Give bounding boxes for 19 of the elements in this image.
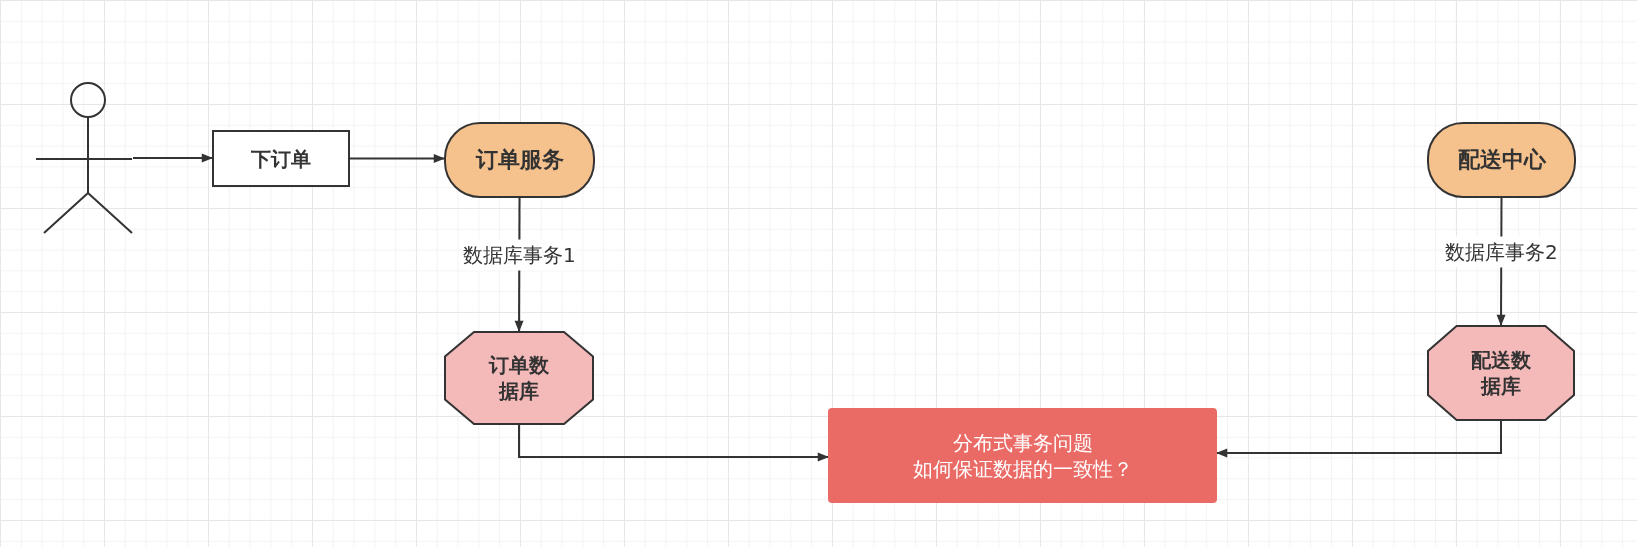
- arrow: [349, 154, 445, 163]
- service-node: [444, 122, 595, 198]
- arrow: [518, 424, 829, 462]
- node-label: 配送数据库: [1471, 347, 1531, 399]
- arrow: [132, 153, 213, 163]
- service-node: [1427, 122, 1576, 198]
- edge-label: 数据库事务2: [1443, 236, 1559, 267]
- database-node: [444, 331, 594, 425]
- process-box: [212, 130, 350, 187]
- node-label: 订单服务: [475, 145, 564, 174]
- arrow: [1216, 420, 1502, 458]
- node-label: 分布式事务问题: [952, 429, 1093, 456]
- edge-label: 数据库事务1: [461, 239, 577, 270]
- database-node: [1427, 325, 1575, 421]
- node-label: 配送中心: [1457, 145, 1546, 174]
- node-text: 如何保证数据的一致性？: [912, 455, 1133, 482]
- problem-box: [828, 408, 1217, 503]
- node-label: 订单数据库: [489, 352, 549, 404]
- node-label: 下订单: [251, 145, 311, 172]
